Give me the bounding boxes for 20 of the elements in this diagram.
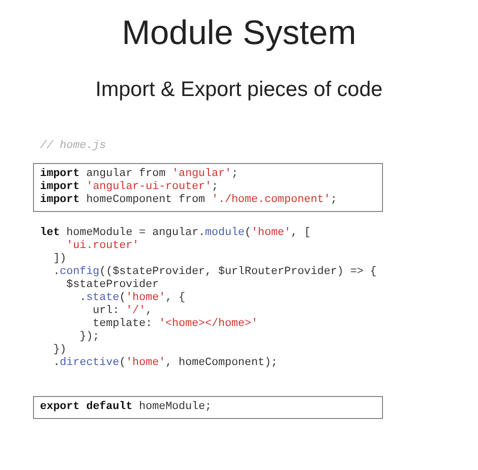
- code-line: .config(($stateProvider, $urlRouterProvider) => {: [53, 266, 377, 279]
- code-line: 'ui.router': [66, 240, 140, 253]
- code-line: ]): [53, 253, 66, 266]
- code-line: .directive('home', homeComponent);: [53, 357, 278, 370]
- code-line: url: '/',: [92, 305, 152, 318]
- code-box: [33, 396, 383, 419]
- code-line: }): [53, 344, 66, 357]
- code-line: $stateProvider: [66, 279, 159, 292]
- code-line: template: '<home></home>': [92, 318, 258, 331]
- code-line: let homeModule = angular.module('home', [: [40, 227, 311, 240]
- code-box: [33, 163, 383, 212]
- code-line: import homeComponent from './home.component';: [40, 194, 338, 207]
- code-comment: // home.js: [40, 140, 106, 153]
- code-line: });: [80, 331, 100, 344]
- code-line: import angular from 'angular';: [40, 168, 240, 181]
- code-line: .state('home', {: [80, 292, 186, 305]
- code-line: import 'angular-ui-router';: [40, 181, 220, 194]
- code-line: export default homeModule;: [40, 401, 213, 414]
- slide-title: Module System: [120, 14, 358, 53]
- slide-subtitle: Import & Export pieces of code: [94, 78, 384, 102]
